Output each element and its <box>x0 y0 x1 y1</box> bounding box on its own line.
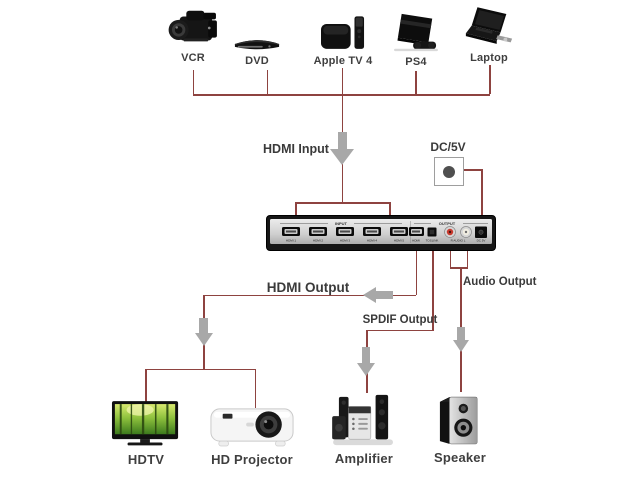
port-label-hdmi-out: HDMI <box>412 239 420 243</box>
amplifier-icon <box>332 394 393 446</box>
audio-output-label: Audio Output <box>463 276 537 288</box>
source-label: PS4 <box>405 56 427 68</box>
output-section-label: OUTPUT <box>439 221 456 226</box>
wire-input-bus <box>192 94 490 96</box>
port-label-hdmi1: HDMI 1 <box>286 239 296 243</box>
sink-speaker: Speaker <box>434 394 486 465</box>
wire-dvd-drop <box>266 70 268 94</box>
wire-dc-drop <box>481 169 483 217</box>
hdmi-output-arrow-icon <box>363 287 393 303</box>
hdmi-input-arrow-icon <box>330 132 354 165</box>
wire-laptop-drop <box>489 65 491 94</box>
sink-label: Amplifier <box>334 451 394 466</box>
wire-projector-drop <box>254 368 256 408</box>
source-laptop: Laptop <box>454 5 524 64</box>
wire-bus-center-drop <box>341 94 343 133</box>
wire-vcr-drop <box>192 70 194 94</box>
rca-audio-l-port <box>460 226 472 238</box>
input-section-label: INPUT <box>335 221 348 226</box>
wire-audio-bracket <box>449 267 468 269</box>
hdmi-output-label: HDMI Output <box>266 280 350 295</box>
sink-label: HDTV <box>127 452 165 467</box>
source-vcr: VCR <box>158 6 228 64</box>
port-label-hdmi4: HDMI 4 <box>367 239 377 243</box>
hdmi-ports <box>282 227 424 236</box>
wire-ps4-drop <box>415 71 417 94</box>
audio-arrow-icon <box>452 327 469 352</box>
wire-input-bracket-left <box>295 202 297 217</box>
wire-hdmi-out-drop <box>415 249 417 295</box>
speaker-icon <box>439 396 478 445</box>
wire-input-bracket-right <box>389 202 391 217</box>
source-label: Laptop <box>470 52 508 64</box>
wire-appletv-drop <box>341 68 343 94</box>
apple-tv-icon <box>321 16 365 49</box>
wire-input-stem <box>341 164 343 203</box>
sink-hd-projector: HD Projector <box>207 404 297 467</box>
source-label: VCR <box>181 52 205 64</box>
port-label-hdmi2: HDMI 2 <box>313 239 323 243</box>
port-label-hdmi3: HDMI 3 <box>340 239 350 243</box>
dc-in-port <box>475 226 487 238</box>
port-label-hdmi5: HDMI 5 <box>394 239 404 243</box>
ps4-icon <box>394 13 438 52</box>
wire-audio-r-drop <box>449 249 451 269</box>
dc-adapter-icon <box>434 157 464 186</box>
wire-spdif-horizontal <box>366 329 434 331</box>
sink-label: HD Projector <box>211 452 293 467</box>
spdif-arrow-icon <box>357 347 375 376</box>
source-ps4: PS4 <box>381 12 451 68</box>
port-label-audio: R AUDIO L <box>451 239 466 243</box>
sink-amplifier: Amplifier <box>332 393 396 466</box>
wire-input-bracket <box>295 202 391 204</box>
hdtv-branch-arrow-icon <box>194 318 213 346</box>
dvd-player-icon <box>234 40 280 50</box>
sink-hdtv: HDTV <box>111 400 181 467</box>
toslink-port <box>427 227 437 237</box>
hdmi-input-label: HDMI Input <box>263 142 329 156</box>
hdtv-icon <box>111 401 179 446</box>
rca-audio-r-port <box>444 226 456 238</box>
wire-dc-horizontal <box>462 169 482 171</box>
source-apple-tv: Apple TV 4 <box>308 16 378 67</box>
vcr-icon <box>168 10 217 42</box>
port-label-dc: DC 5V <box>477 239 486 243</box>
wire-spdif-drop <box>432 249 434 330</box>
spdif-output-label: SPDIF Output <box>362 314 438 326</box>
sink-label: Speaker <box>434 450 486 465</box>
dc-power-label: DC/5V <box>430 140 466 154</box>
source-label: Apple TV 4 <box>313 55 373 67</box>
wire-audio-l-drop <box>466 249 468 269</box>
wire-sink-bracket <box>145 368 255 370</box>
port-label-toslink: TOSLINK <box>426 239 439 243</box>
wire-hdmi-out-horizontal <box>203 294 416 296</box>
source-label: DVD <box>245 55 269 67</box>
laptop-icon <box>465 7 513 44</box>
dc-adapter-plug <box>443 165 455 178</box>
hdmi-switch-unit: INPUT OUTPUT HDMI 1 HDMI 2 HDMI 3 HDMI 4… <box>266 215 496 251</box>
source-dvd: DVD <box>222 35 292 67</box>
projector-icon <box>210 408 294 447</box>
wire-hdtv-drop <box>145 368 147 402</box>
